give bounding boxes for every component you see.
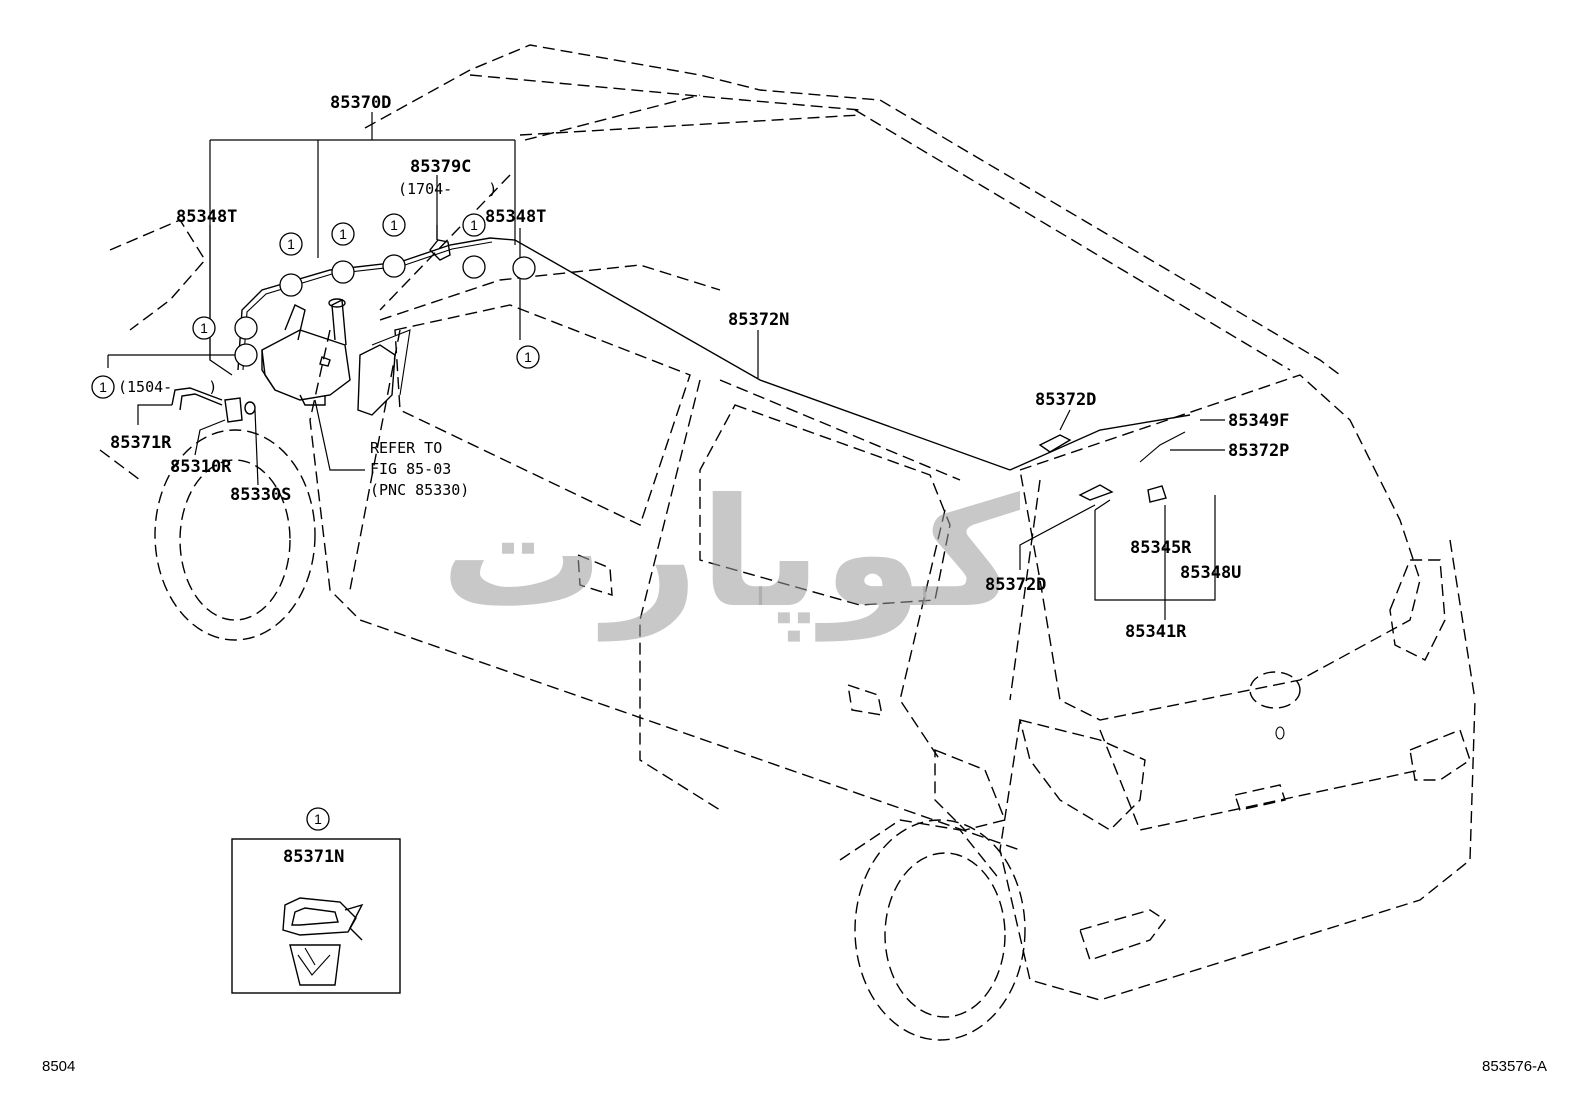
label-85372P[interactable]: 85372P: [1228, 441, 1289, 461]
svg-text:1: 1: [99, 379, 107, 395]
label-85371R[interactable]: 85371R: [110, 433, 172, 453]
circle-markers: 1 1 1 1 1 1 1 1: [91, 213, 540, 831]
detail-box-85371N: [231, 838, 401, 994]
washer-tank-drawing: [171, 225, 1191, 503]
circle-marker: 1: [382, 213, 406, 237]
label-85348T-left[interactable]: 85348T: [176, 207, 237, 227]
refer-line-1: REFER TO: [370, 439, 442, 457]
refer-line-3: (PNC 85330): [370, 481, 469, 499]
label-85330S[interactable]: 85330S: [230, 485, 291, 505]
label-85372D-bottom[interactable]: 85372D: [985, 575, 1046, 595]
label-85345R[interactable]: 85345R: [1130, 538, 1192, 558]
label-85310R[interactable]: 85310R: [170, 457, 232, 477]
circle-marker: [512, 256, 536, 280]
circle-marker: 1: [516, 345, 540, 369]
footer-right-code: 853576-A: [1482, 1058, 1547, 1075]
label-85372D-top[interactable]: 85372D: [1035, 390, 1096, 410]
circle-marker: [234, 316, 258, 340]
circle-marker: [382, 254, 406, 278]
label-85379C-range: (1704- ): [398, 180, 497, 198]
label-85348U[interactable]: 85348U: [1180, 563, 1241, 583]
circle-marker: [331, 260, 355, 284]
svg-text:1: 1: [390, 217, 398, 233]
circle-marker: [234, 343, 258, 367]
circle-marker: 1: [462, 213, 486, 237]
label-85379C[interactable]: 85379C: [410, 157, 471, 177]
circle-marker: 1: [91, 375, 115, 399]
circle-marker: [462, 255, 486, 279]
refer-line-2: FIG 85-03: [370, 460, 451, 478]
watermark: کوپارت: [440, 467, 1021, 642]
circle-marker: 1: [279, 232, 303, 256]
leader-lines: [107, 112, 1225, 620]
circle-marker: 1: [192, 316, 216, 340]
svg-text:1: 1: [339, 226, 347, 242]
label-85371N[interactable]: 85371N: [283, 847, 344, 867]
circle-marker: 1: [306, 807, 330, 831]
circle-marker: [279, 273, 303, 297]
part-labels: 85370D 85379C (1704- ) 85348T 85348T (15…: [110, 93, 1289, 867]
label-85341R[interactable]: 85341R: [1125, 622, 1187, 642]
svg-text:1: 1: [470, 217, 478, 233]
circle-marker: 1: [331, 222, 355, 246]
footer-left-code: 8504: [42, 1058, 75, 1075]
car-body-outline: [99, 44, 1476, 1041]
label-85348T-right[interactable]: 85348T: [485, 207, 546, 227]
label-85349F[interactable]: 85349F: [1228, 411, 1289, 431]
label-1504-range: (1504- ): [118, 378, 217, 396]
svg-text:1: 1: [287, 236, 295, 252]
svg-text:1: 1: [200, 320, 208, 336]
label-85370D[interactable]: 85370D: [330, 93, 391, 113]
svg-text:1: 1: [314, 811, 322, 827]
label-85372N[interactable]: 85372N: [728, 310, 789, 330]
svg-text:1: 1: [524, 349, 532, 365]
